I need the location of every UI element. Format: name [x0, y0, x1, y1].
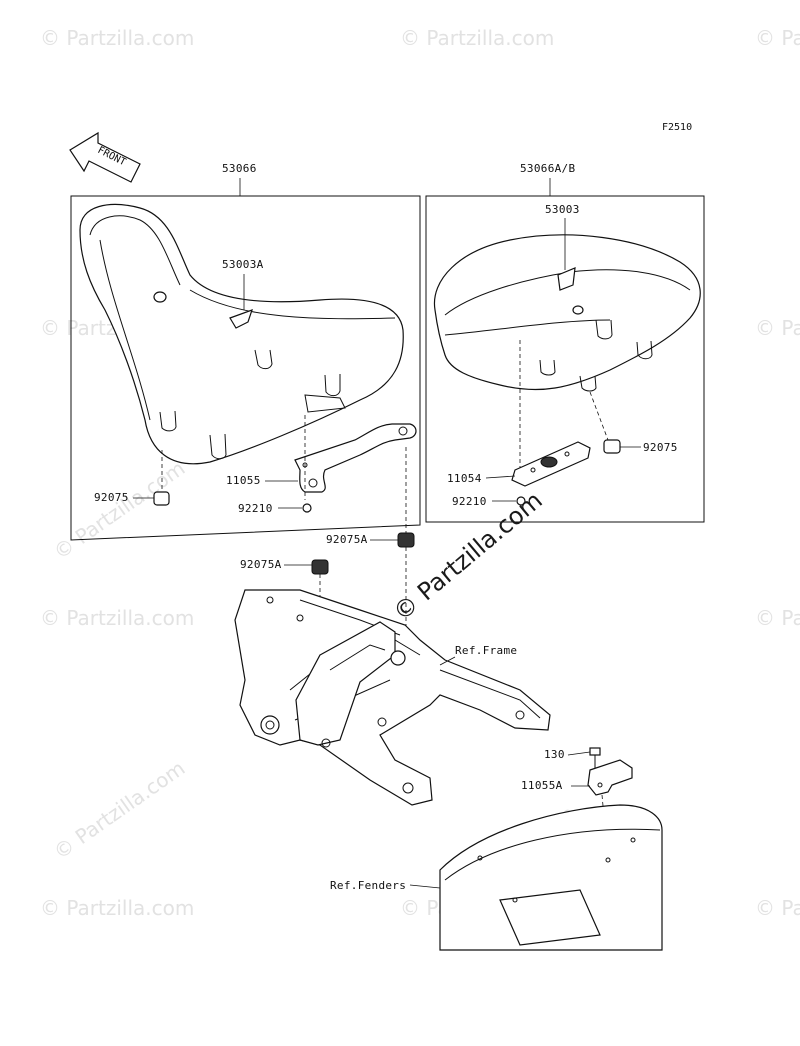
bolt-130 [589, 747, 601, 770]
part-label-11055a: 11055A [521, 779, 563, 792]
front-arrow-icon: FRONT [69, 131, 141, 183]
part-label-53066ab: 53066A/B [520, 162, 575, 175]
clip-11055a [587, 759, 633, 796]
part-label-53003a: 53003A [222, 258, 264, 271]
group-box-53066 [70, 195, 421, 541]
part-label-92210-right: 92210 [452, 495, 487, 508]
part-label-92075-left: 92075 [94, 491, 129, 504]
watermark: © Partzilla.com [40, 26, 194, 50]
part-label-130: 130 [544, 748, 565, 761]
seat-53066ab [433, 234, 701, 392]
watermark: © Partzilla.com [400, 26, 554, 50]
watermark: © Partzilla.com [40, 896, 194, 920]
rear-fender [439, 804, 663, 951]
figure-code: F2510 [662, 122, 692, 133]
part-label-92210-left: 92210 [238, 502, 273, 515]
part-label-92075a-right: 92075A [326, 533, 368, 546]
part-label-53066: 53066 [222, 162, 257, 175]
watermark: © Partzilla.com [49, 456, 189, 564]
part-label-11055: 11055 [226, 474, 261, 487]
watermark: © Partzilla.com [755, 316, 800, 340]
part-label-11054: 11054 [447, 472, 482, 485]
damper-92075-right [603, 439, 621, 454]
watermark: © Partzilla.com [49, 756, 189, 864]
group-box-53066ab [425, 195, 705, 523]
part-label-92075a-left: 92075A [240, 558, 282, 571]
watermark: © Partzilla.com [755, 606, 800, 630]
part-label-53003: 53003 [545, 203, 580, 216]
ref-fenders-label: Ref.Fenders [330, 879, 406, 892]
damper-92075a-left [311, 559, 329, 575]
frame [234, 589, 551, 806]
watermark: © Partzilla.com [755, 896, 800, 920]
seat-53066 [79, 203, 404, 465]
watermark: © Partzilla.com [755, 26, 800, 50]
bracket-11055 [294, 423, 417, 493]
part-label-92075-right: 92075 [643, 441, 678, 454]
watermark: © Partzilla.com [40, 606, 194, 630]
damper-92075a-right [397, 532, 415, 548]
damper-92075-left [153, 491, 170, 506]
ref-frame-label: Ref.Frame [455, 644, 517, 657]
bracket-11054 [511, 441, 591, 487]
